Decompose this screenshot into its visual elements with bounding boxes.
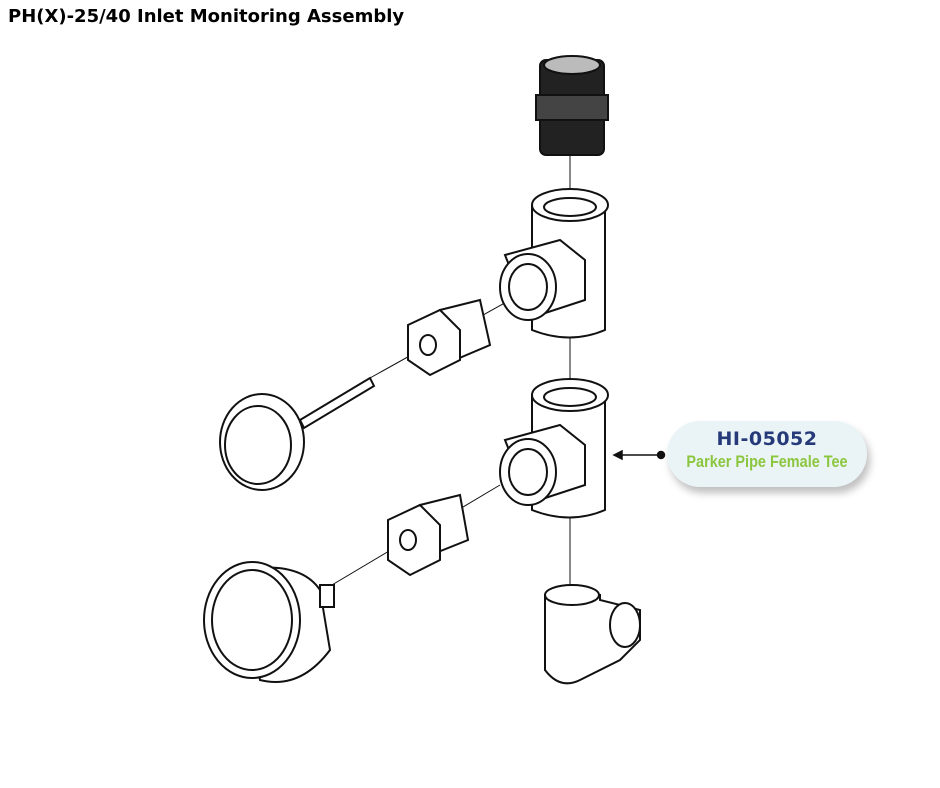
- pressure-gauge: [203, 561, 335, 683]
- part-name: Parker Pipe Female Tee: [686, 452, 848, 471]
- upper-tee: [499, 188, 609, 339]
- upper-bushing: [407, 298, 492, 377]
- lower-tee: [499, 378, 609, 519]
- lower-bushing: [387, 493, 470, 577]
- page-title: PH(X)-25/40 Inlet Monitoring Assembly: [8, 6, 405, 27]
- hex-nipple: [535, 55, 609, 156]
- callout-arrow: [612, 449, 666, 461]
- street-elbow: [544, 584, 641, 685]
- thermometer: [219, 376, 376, 491]
- part-number: HI-05052: [716, 428, 818, 450]
- part-callout: HI-05052 Parker Pipe Female Tee: [667, 421, 867, 487]
